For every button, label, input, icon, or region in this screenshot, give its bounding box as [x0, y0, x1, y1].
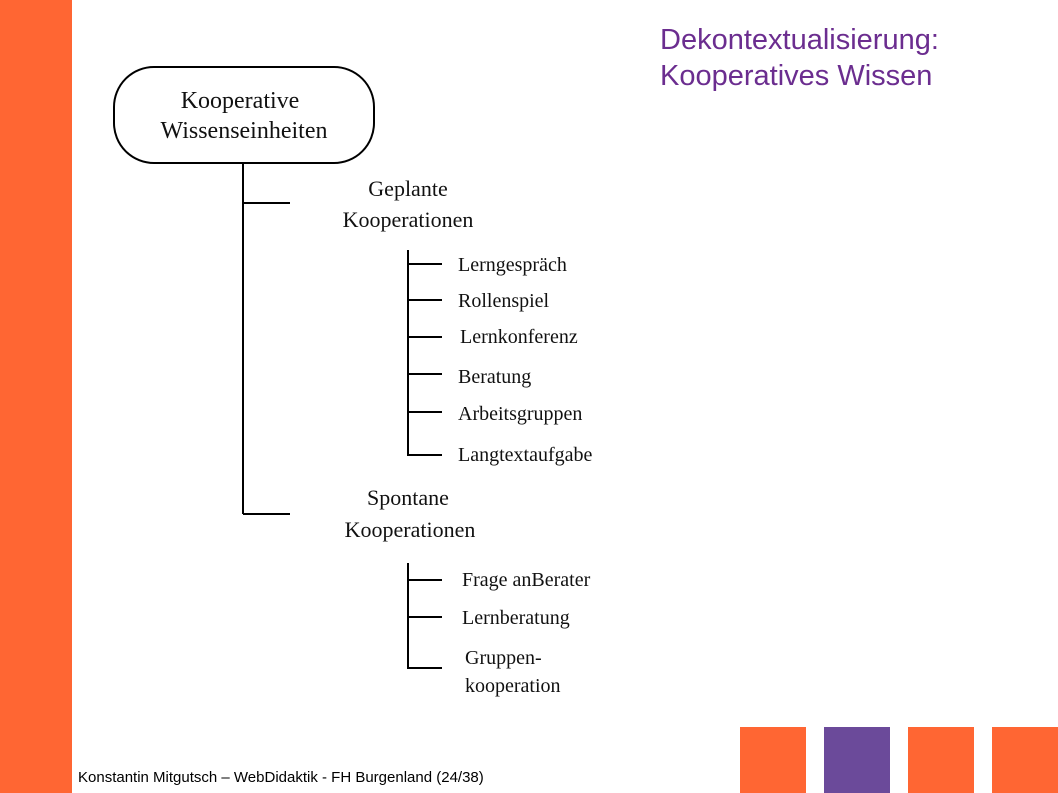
deco-square-purple	[824, 727, 890, 793]
slide-title: Dekontextualisierung: Kooperatives Wisse…	[660, 22, 1020, 94]
leaf-label: Langtextaufgabe	[458, 444, 592, 466]
leaf-label: Rollenspiel	[458, 290, 550, 312]
branch-2-label-line-2: Kooperationen	[345, 517, 476, 542]
leaf-label: Arbeitsgruppen	[458, 403, 582, 425]
footer-text: Konstantin Mitgutsch – WebDidaktik - FH …	[78, 769, 484, 786]
branch-1-label-line-2: Kooperationen	[343, 207, 474, 232]
title-line-1: Dekontextualisierung:	[660, 24, 939, 56]
leaf-label: Lerngespräch	[458, 254, 567, 276]
orange-sidebar	[0, 0, 72, 793]
leaf-label: Beratung	[458, 366, 531, 388]
deco-square-orange-3	[992, 727, 1058, 793]
leaf-label: Lernberatung	[462, 607, 570, 629]
leaf-label-line-2: kooperation	[465, 675, 561, 697]
root-box	[113, 66, 375, 164]
root-label-line-2: Wissenseinheiten	[161, 118, 328, 144]
deco-square-orange-1	[740, 727, 806, 793]
leaf-label: Lernkonferenz	[460, 326, 578, 348]
branch-2-label-line-1: Spontane	[367, 485, 449, 510]
deco-square-orange-2	[908, 727, 974, 793]
leaf-label: Frage anBerater	[462, 569, 591, 591]
title-line-2: Kooperatives Wissen	[660, 60, 933, 92]
branch-1-label-line-1: Geplante	[368, 176, 447, 201]
leaf-label-line-1: Gruppen-	[465, 647, 542, 669]
root-label-line-1: Kooperative	[181, 88, 300, 114]
